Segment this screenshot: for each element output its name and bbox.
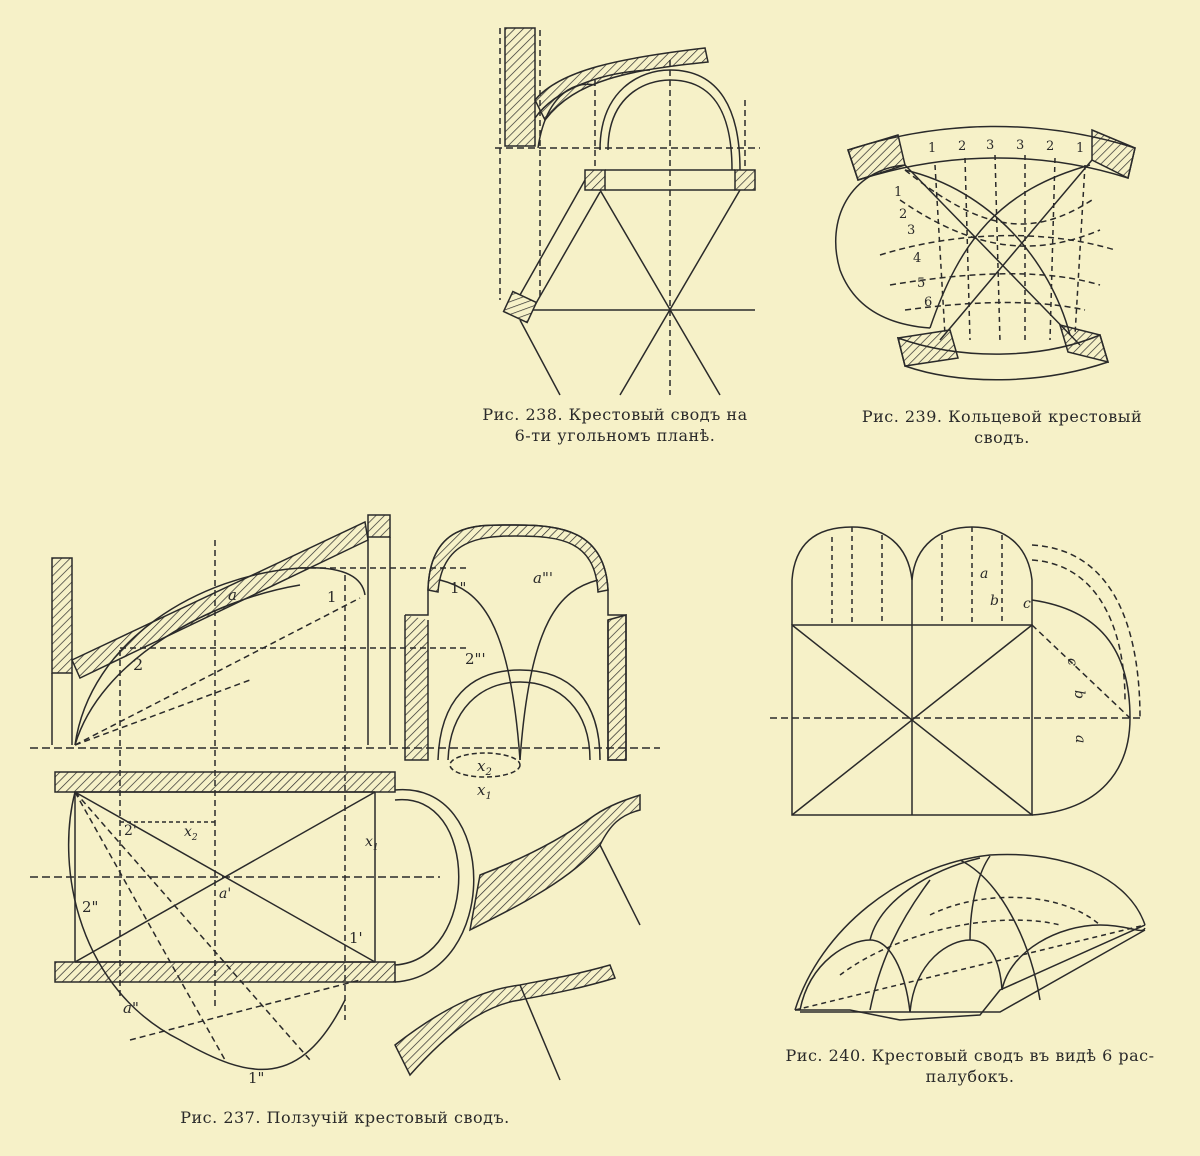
label-1pp: 1" — [450, 579, 466, 597]
label-a2: a — [1072, 735, 1088, 743]
figure-240-caption: Рис. 240. Крестовый сводъ въ видѣ 6 рас-… — [760, 1045, 1180, 1087]
row-number: 4 — [913, 251, 921, 266]
figure-238-drawing — [495, 27, 760, 396]
figure-239-caption: Рис. 239. Кольцевой крестовый сводъ. — [828, 406, 1176, 448]
label-2pp: 2" — [82, 898, 98, 916]
label-a: a — [980, 566, 988, 582]
label-b2: b — [1071, 690, 1087, 699]
figure-239-drawing — [835, 125, 1136, 381]
label-x2: x2 — [477, 757, 492, 778]
figure-240-perspective — [794, 853, 1146, 1021]
wall-hatch — [504, 27, 536, 147]
col-number: 2 — [958, 139, 966, 154]
figure-239-row-numbers: 1 2 3 4 5 6 — [894, 185, 932, 310]
row-number: 1 — [894, 185, 902, 200]
col-number: 2 — [1046, 139, 1054, 154]
figure-237-labels: a 1 2 1" a"' 2"' x2 x1 2' x2 x1 a' 2" 1'… — [82, 569, 553, 1087]
col-number: 3 — [986, 138, 994, 153]
row-number: 2 — [899, 207, 907, 222]
label-c2: c — [1064, 658, 1080, 666]
figure-240-labels: a b c c b a — [980, 566, 1088, 743]
label-2p: 2' — [124, 823, 137, 839]
row-number: 3 — [907, 223, 915, 238]
figure-239-column-numbers: 1 2 3 3 2 1 — [928, 138, 1084, 156]
label-appp: a"' — [533, 569, 553, 587]
label-2: 2 — [133, 655, 143, 674]
label-2ppp: 2"' — [465, 650, 486, 668]
label-app: a" — [123, 999, 139, 1017]
caption-line: палубокъ. — [925, 1067, 1015, 1086]
caption-line: сводъ. — [974, 428, 1030, 447]
figure-237-plan — [30, 771, 475, 1071]
label-x1b: x1 — [365, 834, 379, 853]
label-1p: 1' — [349, 929, 363, 947]
figure-240-plan — [770, 526, 1141, 816]
figure-237-section — [404, 524, 627, 778]
caption-line: Рис. 239. Кольцевой крестовый — [861, 407, 1143, 426]
figure-238-caption: Рис. 238. Крестовый сводъ на 6-ти угольн… — [455, 404, 775, 446]
caption-line: 6-ти угольномъ планѣ. — [514, 426, 716, 445]
row-number: 6 — [924, 295, 932, 310]
caption-line: Рис. 237. Ползучій крестовый сводъ. — [180, 1108, 510, 1127]
caption-line: Рис. 240. Крестовый сводъ въ видѣ 6 рас- — [785, 1046, 1155, 1065]
col-number: 1 — [928, 141, 936, 156]
label-b: b — [990, 593, 999, 609]
figure-237-caption: Рис. 237. Ползучій крестовый сводъ. — [150, 1107, 540, 1128]
label-1pp2: 1" — [248, 1069, 264, 1087]
caption-line: Рис. 238. Крестовый сводъ на — [482, 405, 748, 424]
col-number: 3 — [1016, 138, 1024, 153]
col-number: 1 — [1076, 141, 1084, 156]
label-c: c — [1023, 596, 1031, 612]
figure-237-details — [394, 793, 641, 1081]
label-ap: a' — [219, 886, 231, 902]
label-1: 1 — [327, 588, 337, 606]
label-a: a — [228, 586, 237, 604]
row-number: 5 — [917, 276, 925, 291]
label-x1: x1 — [477, 781, 492, 802]
label-x2b: x2 — [184, 824, 198, 843]
